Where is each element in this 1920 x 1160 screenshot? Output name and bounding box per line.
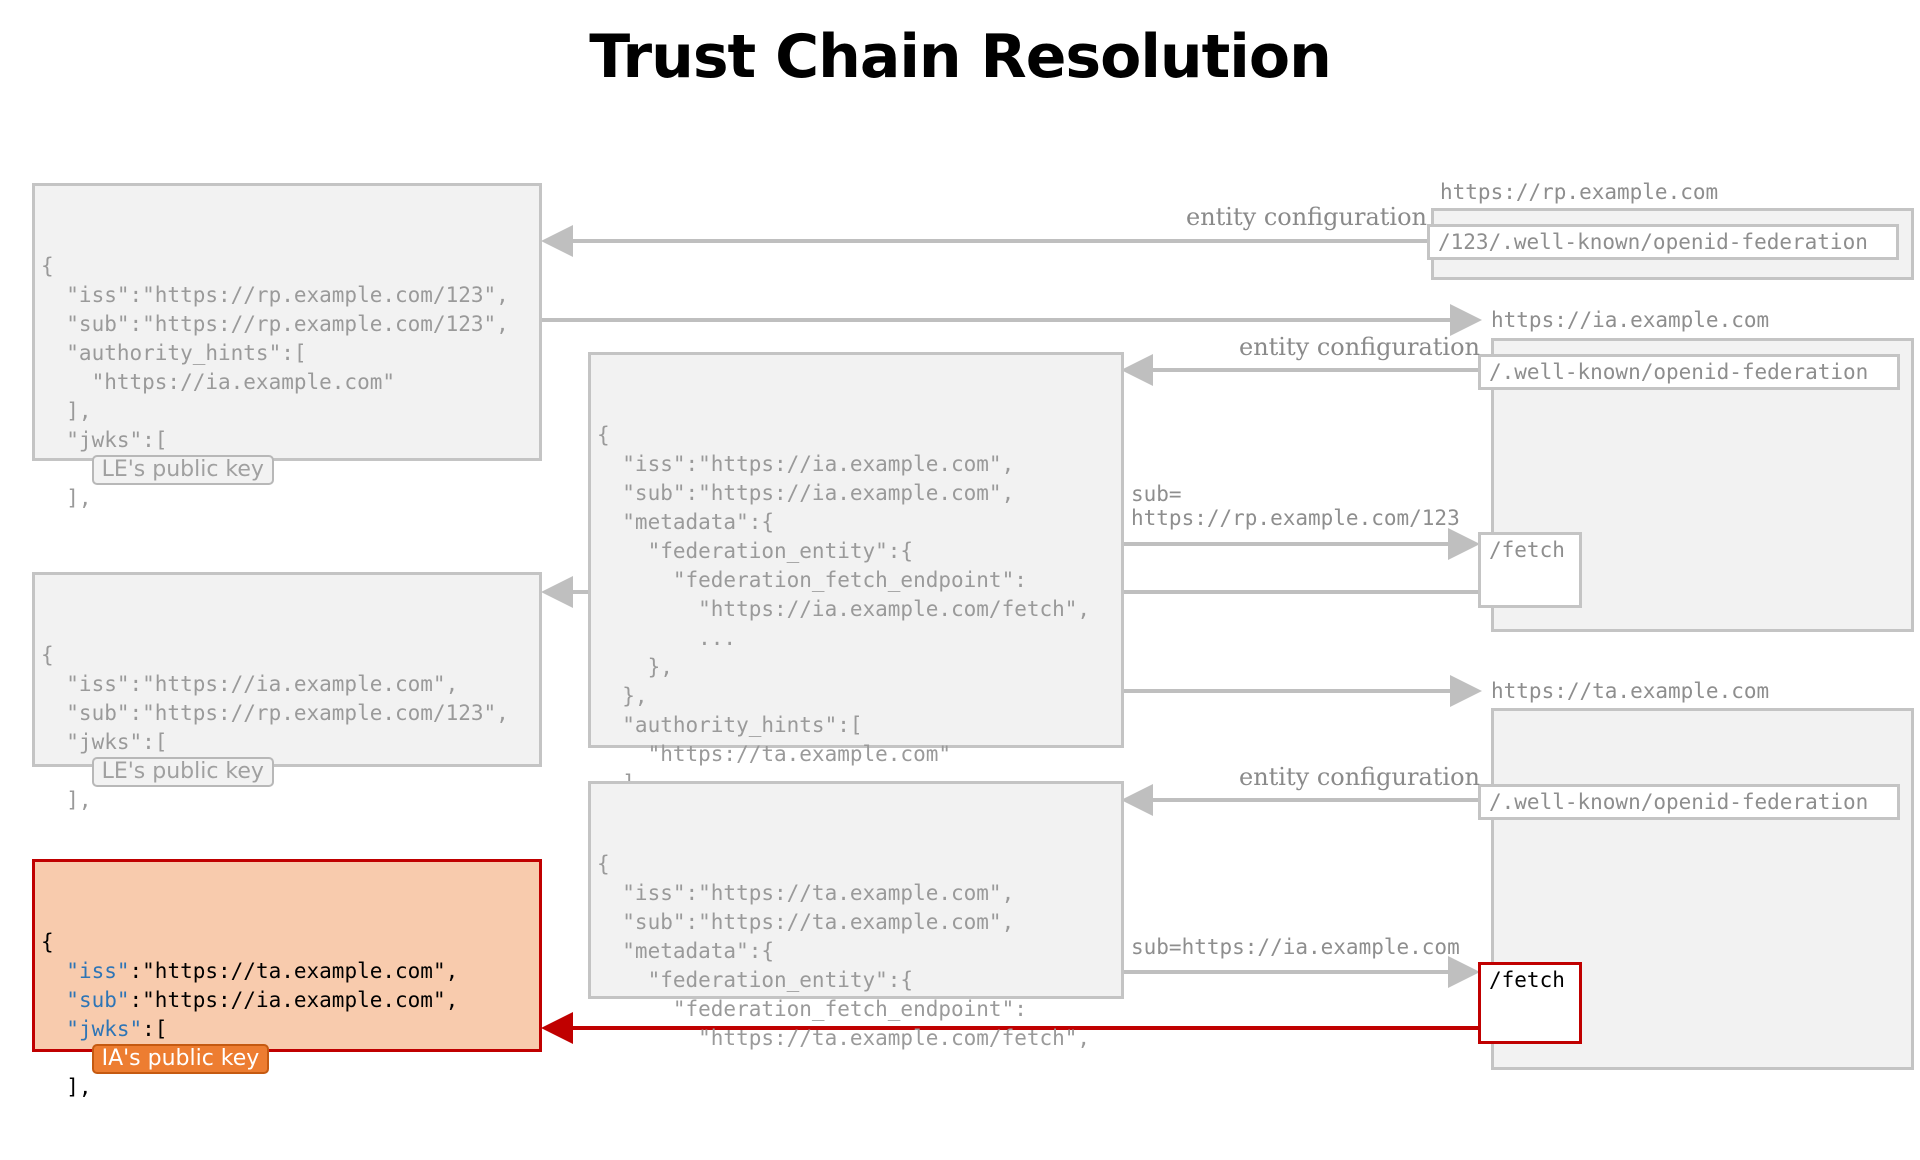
json-line: ], [41, 1075, 92, 1099]
rp-config-json: { "iss":"https://rp.example.com/123", "s… [35, 186, 509, 571]
json-line: "sub":"https://rp.example.com/123", [41, 312, 509, 336]
le-public-key-badge: LE's public key [91, 757, 274, 787]
rp-entity-config-label: entity configuration [1186, 203, 1427, 231]
json-key-jwks: "jwks" [66, 1017, 143, 1041]
ia-entity-config-label: entity configuration [1239, 333, 1480, 361]
ia-subordinate-statement-box: { "iss":"https://ia.example.com", "sub":… [32, 572, 542, 812]
json-line: "authority_hints":[ [597, 713, 863, 737]
json-line: }, [597, 684, 648, 708]
ta-fetch-param: sub=https://ia.example.com [1131, 935, 1460, 959]
json-line: ... [597, 626, 737, 650]
json-value-sub: :"https://ia.example.com", [129, 988, 459, 1012]
ta-config-json: { "iss":"https://ta.example.com", "sub":… [591, 784, 1090, 1111]
ia-config-json: { "iss":"https://ia.example.com", "sub":… [591, 355, 1090, 856]
rp-entity-configuration-box: { "iss":"https://rp.example.com/123", "s… [32, 183, 542, 510]
json-line: "sub":"https://ia.example.com", [41, 986, 458, 1015]
json-line: ], [41, 399, 92, 423]
json-line: "jwks":[ [41, 1015, 458, 1044]
ta-subordinate-statement-box: { "iss":"https://ta.example.com", "sub":… [32, 859, 542, 1099]
json-line: { [41, 930, 54, 954]
json-line: "iss":"https://ia.example.com", [597, 452, 1015, 476]
ta-entity-config-label: entity configuration [1239, 763, 1480, 791]
json-key-iss: "iss" [66, 959, 130, 983]
json-line: "jwks":[ [41, 730, 168, 754]
json-line: ], [41, 486, 92, 510]
json-line: "federation_entity":{ [597, 539, 914, 563]
json-line: { [41, 254, 54, 278]
json-line: "jwks":[ [41, 428, 168, 452]
json-line: "https://ta.example.com" [597, 742, 952, 766]
json-key-sub: "sub" [66, 988, 130, 1012]
ta-host-label: https://ta.example.com [1491, 679, 1770, 703]
json-line: "https://ia.example.com/fetch", [597, 597, 1091, 621]
json-line: "iss":"https://ia.example.com", [41, 672, 459, 696]
json-value-jwks: :[ [142, 1017, 168, 1041]
json-line: { [597, 852, 610, 876]
json-line-key: LE's public key [41, 757, 509, 787]
ta-fetch-endpoint[interactable]: /fetch [1478, 962, 1582, 1044]
json-line: "iss":"https://rp.example.com/123", [41, 283, 509, 307]
ia-fetch-param-line2: https://rp.example.com/123 [1131, 506, 1460, 530]
json-line-key: IA's public key [41, 1044, 458, 1074]
ia-host-label: https://ia.example.com [1491, 308, 1770, 332]
json-value-iss: :"https://ta.example.com", [129, 959, 459, 983]
ia-entity-configuration-box: { "iss":"https://ia.example.com", "sub":… [588, 352, 1124, 795]
ia-public-key-badge: IA's public key [91, 1044, 270, 1074]
json-line: { [41, 643, 54, 667]
json-line: { [597, 423, 610, 447]
rp-host-label: https://rp.example.com [1440, 180, 1719, 204]
json-line: "iss":"https://ta.example.com", [597, 881, 1015, 905]
json-line: "metadata":{ [597, 510, 775, 534]
json-line: "metadata":{ [597, 939, 775, 963]
ia-fetch-param-line1: sub= [1131, 482, 1182, 506]
page-title: Trust Chain Resolution [589, 22, 1332, 92]
json-line: "federation_fetch_endpoint": [597, 997, 1027, 1021]
json-line: "federation_fetch_endpoint": [597, 568, 1027, 592]
json-line: "authority_hints":[ [41, 341, 307, 365]
json-line: "https://ta.example.com/fetch", [597, 1026, 1091, 1050]
json-line-key: LE's public key [41, 455, 509, 485]
json-line: "iss":"https://ta.example.com", [41, 957, 458, 986]
ta-about-ia-json: { "iss":"https://ta.example.com", "sub":… [35, 862, 458, 1160]
json-line: ], [41, 788, 92, 812]
ta-entity-configuration-box: { "iss":"https://ta.example.com", "sub":… [588, 781, 1124, 1050]
json-line: "sub":"https://rp.example.com/123", [41, 701, 509, 725]
json-line: "https://ia.example.com" [41, 370, 396, 394]
ta-server-box [1491, 708, 1914, 1070]
ia-well-known-endpoint[interactable]: /.well-known/openid-federation [1478, 354, 1900, 390]
le-public-key-badge: LE's public key [91, 455, 274, 485]
json-line: "federation_entity":{ [597, 968, 914, 992]
json-line: "sub":"https://ta.example.com", [597, 910, 1015, 934]
ia-about-rp-json: { "iss":"https://ia.example.com", "sub":… [35, 575, 509, 873]
ta-well-known-endpoint[interactable]: /.well-known/openid-federation [1478, 784, 1900, 820]
json-line: }, [597, 655, 673, 679]
rp-well-known-endpoint[interactable]: /123/.well-known/openid-federation [1427, 224, 1899, 260]
json-line: "sub":"https://ia.example.com", [597, 481, 1015, 505]
ia-fetch-endpoint[interactable]: /fetch [1478, 532, 1582, 608]
